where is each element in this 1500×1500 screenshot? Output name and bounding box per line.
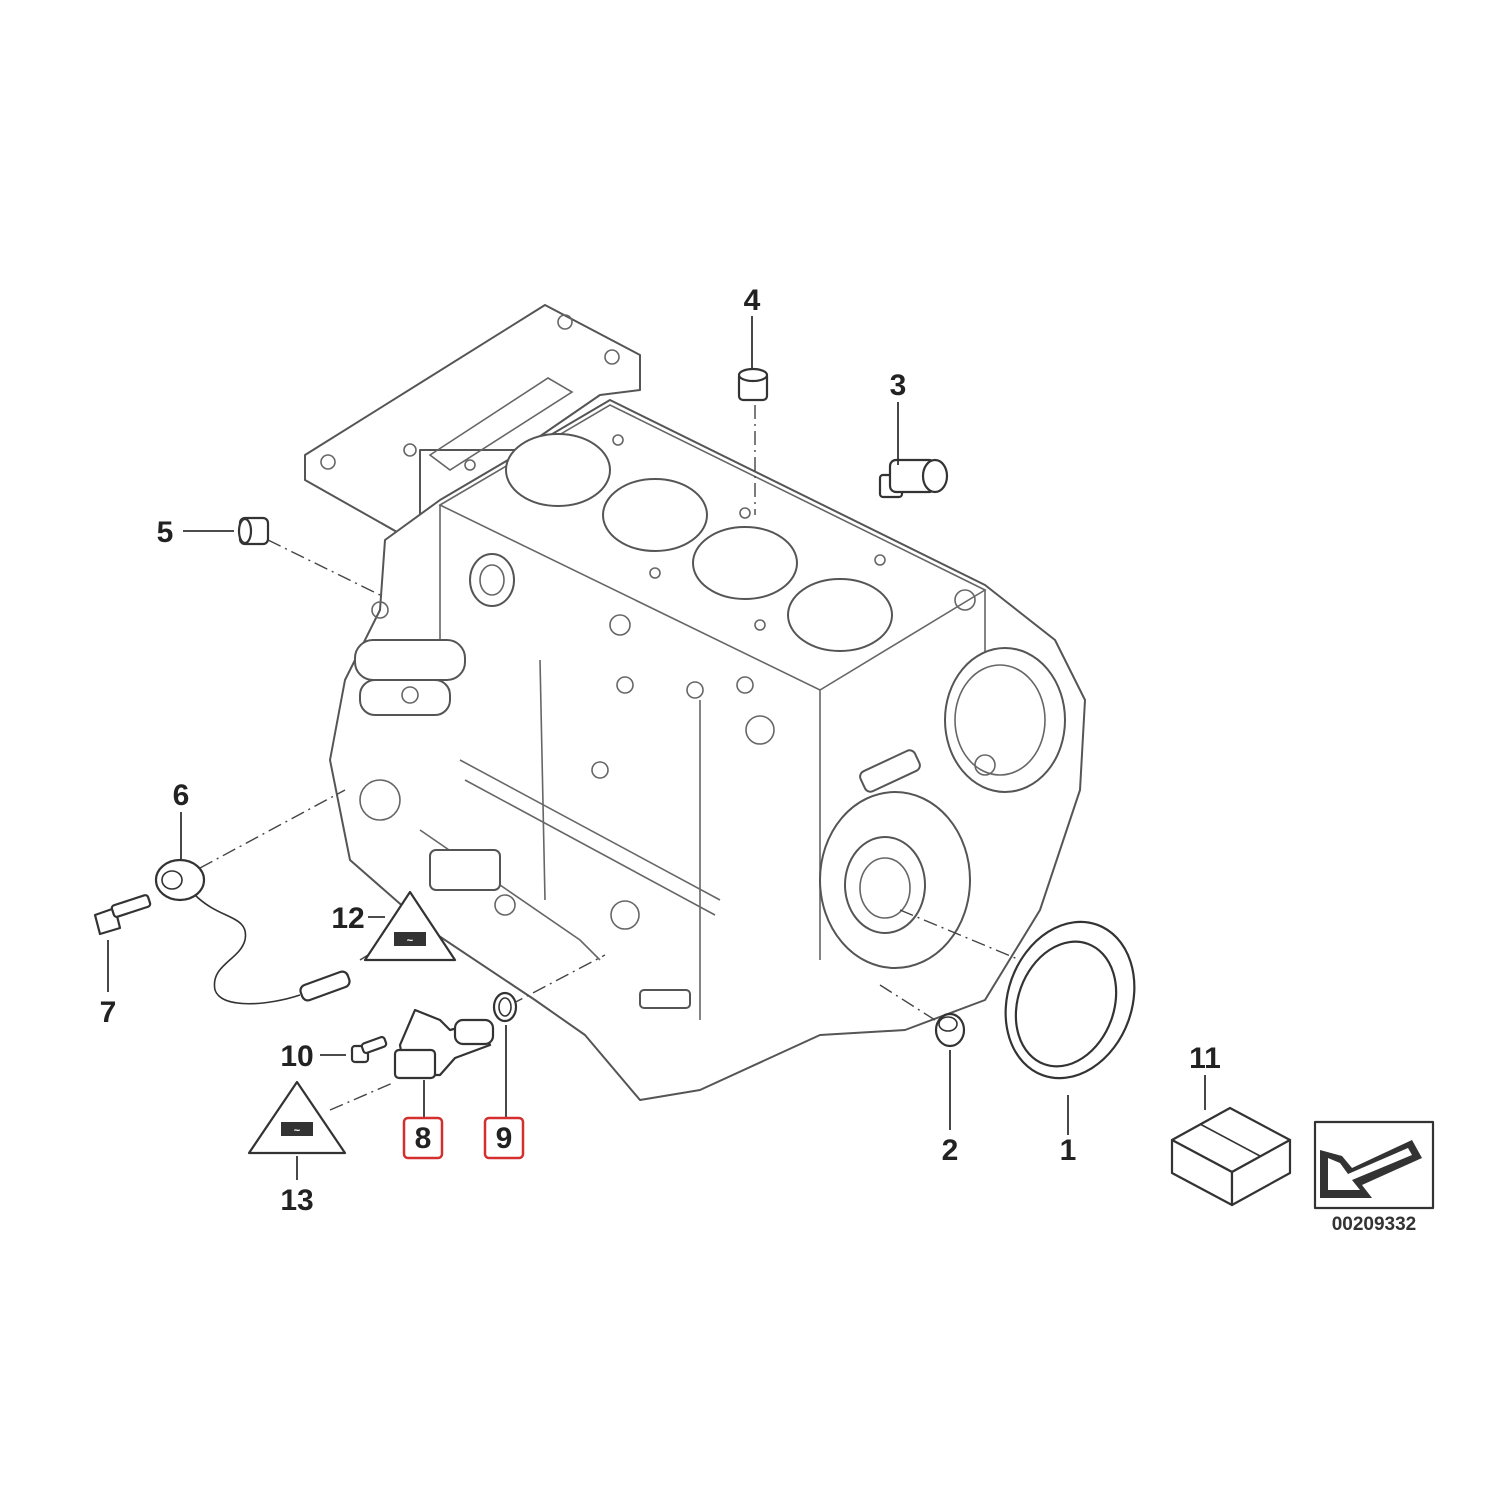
plug-screw [878,458,949,499]
callout-2[interactable]: 2 [942,1134,959,1167]
small-bolt [350,1035,388,1064]
highlight-box-9 [483,1116,525,1160]
navigation-arrow-icon[interactable] [1313,1120,1435,1210]
warning-triangle-13-icon: ~ [247,1080,347,1155]
diagram-catalog-number: 00209332 [1332,1214,1417,1235]
svg-text:~: ~ [294,1125,301,1137]
assembly-lines [199,405,1021,1111]
parts-box-icon [1170,1106,1292,1207]
sensor-bolt [93,894,152,936]
dowel-sleeve-left [237,516,270,546]
callout-9[interactable]: 9 [496,1122,513,1155]
callout-1[interactable]: 1 [1060,1134,1077,1167]
svg-text:~: ~ [407,935,414,947]
callout-5[interactable]: 5 [157,516,174,549]
callout-8[interactable]: 8 [415,1122,432,1155]
engine-block [304,304,1086,1101]
callout-3[interactable]: 3 [890,369,907,402]
callout-4[interactable]: 4 [744,284,761,317]
dowel-sleeve-top [737,367,769,402]
highlight-box-8 [402,1116,444,1160]
callout-7[interactable]: 7 [100,996,117,1029]
leader-lines [107,316,1206,1180]
crankshaft-seal-ring [1004,920,1136,1080]
o-ring [492,991,518,1023]
callout-6[interactable]: 6 [173,779,190,812]
callout-11[interactable]: 11 [1189,1042,1221,1075]
callout-12[interactable]: 12 [331,902,364,935]
callout-10[interactable]: 10 [280,1040,313,1073]
knock-sensor [154,858,351,1005]
dowel-sleeve-lower [934,1012,966,1048]
warning-triangle-12-icon: ~ [363,890,457,962]
crankshaft-sensor [393,1008,495,1080]
callout-13[interactable]: 13 [280,1184,313,1217]
